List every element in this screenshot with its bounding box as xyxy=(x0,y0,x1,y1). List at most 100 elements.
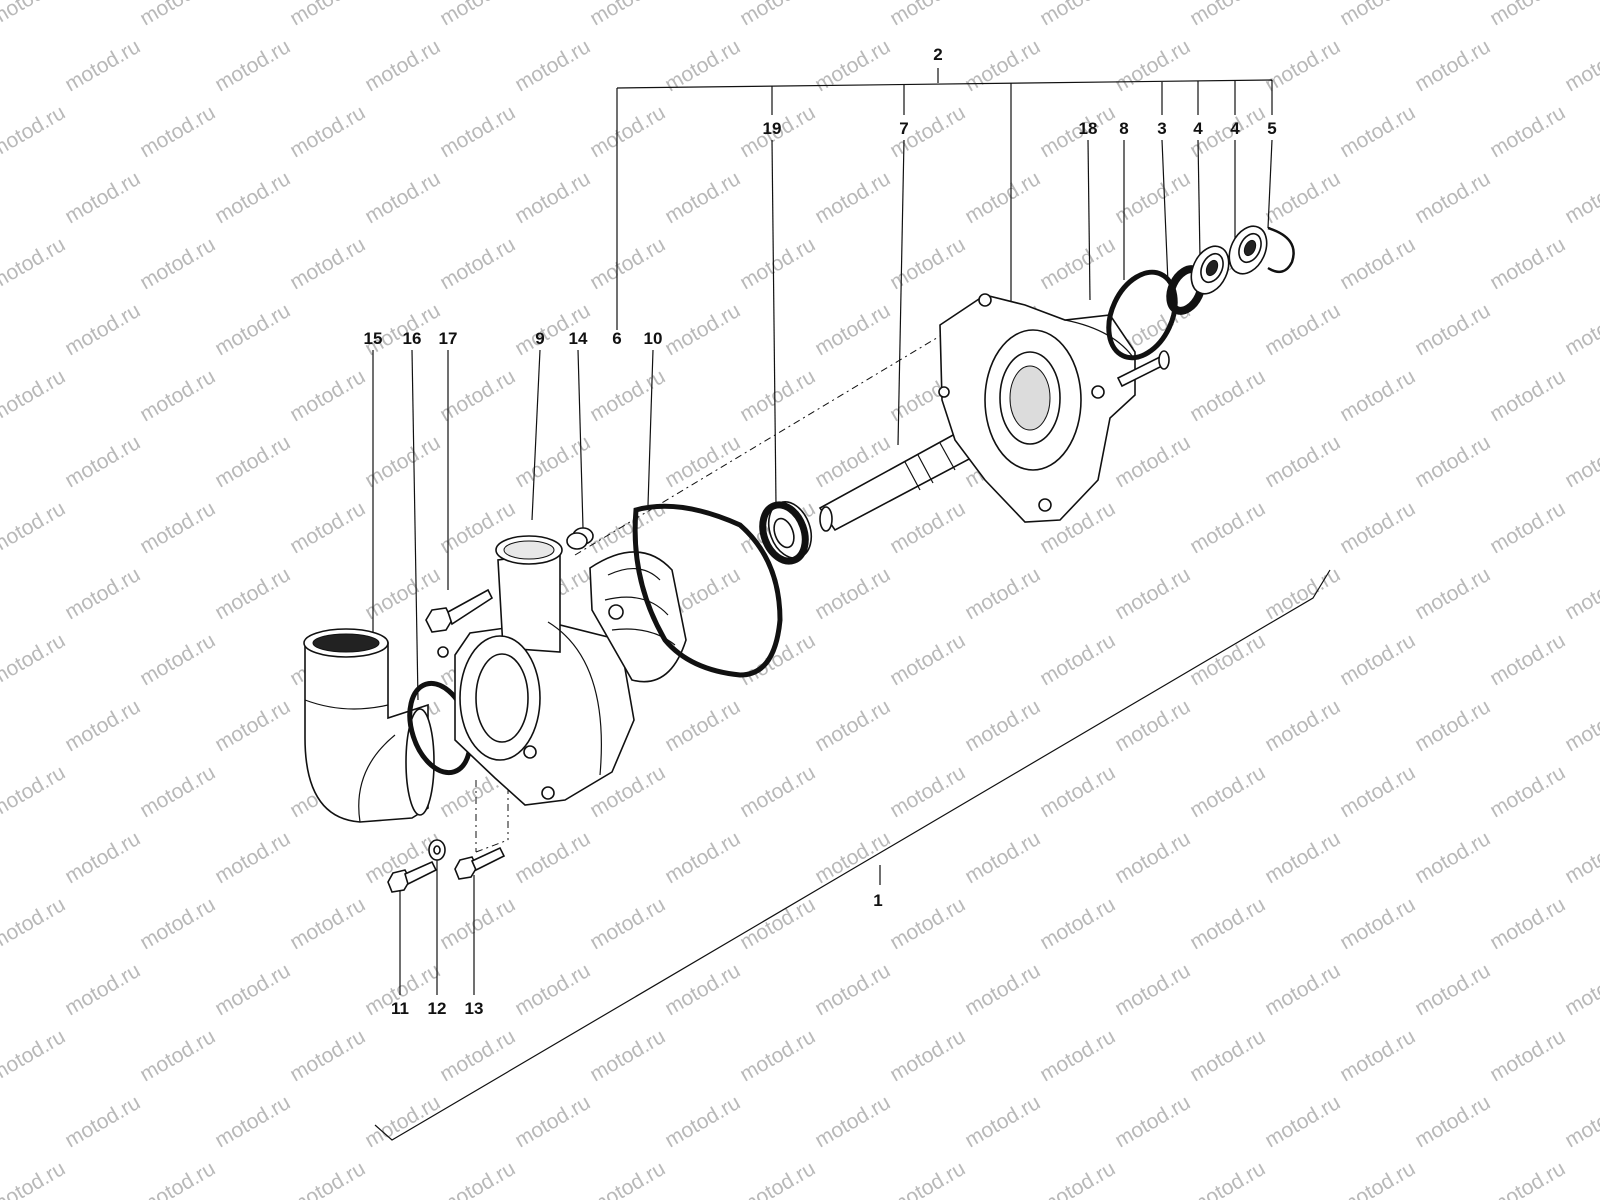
watermark-text: motod.ru xyxy=(0,893,69,954)
watermark-text: motod.ru xyxy=(1336,101,1419,162)
callout-3: 3 xyxy=(1157,119,1166,138)
watermark-text: motod.ru xyxy=(1411,563,1494,624)
watermark-text: motod.ru xyxy=(1486,101,1569,162)
watermark-text: motod.ru xyxy=(1186,629,1269,690)
watermark-text: motod.ru xyxy=(736,233,819,294)
watermark-text: motod.ru xyxy=(1486,1157,1569,1200)
watermark-text: motod.ru xyxy=(61,827,144,888)
watermark-text: motod.ru xyxy=(0,629,69,690)
watermark-text: motod.ru xyxy=(211,959,294,1020)
watermark-text: motod.ru xyxy=(286,101,369,162)
watermark-text: motod.ru xyxy=(61,167,144,228)
watermark-text: motod.ru xyxy=(586,365,669,426)
watermark-text: motod.ru xyxy=(1336,0,1419,30)
watermark-text: motod.ru xyxy=(1036,893,1119,954)
callout-2-bracket xyxy=(616,68,1273,330)
watermark-text: motod.ru xyxy=(1111,827,1194,888)
watermark-text: motod.ru xyxy=(61,563,144,624)
watermark-text: motod.ru xyxy=(886,761,969,822)
ball-bearing-inner xyxy=(1190,245,1230,295)
watermark-text: motod.ru xyxy=(1486,497,1569,558)
callout-12: 12 xyxy=(428,999,447,1018)
watermark-text: motod.ru xyxy=(1111,1091,1194,1152)
watermark-text: motod.ru xyxy=(1111,35,1194,96)
watermark-text: motod.ru xyxy=(286,1025,369,1086)
watermark-text: motod.ru xyxy=(961,35,1044,96)
watermark-text: motod.ru xyxy=(661,167,744,228)
watermark-text: motod.ru xyxy=(1186,497,1269,558)
callout-10: 10 xyxy=(644,329,663,348)
watermark-text: motod.ru xyxy=(1036,1025,1119,1086)
watermark-text: motod.ru xyxy=(586,101,669,162)
watermark-text: motod.ru xyxy=(211,167,294,228)
watermark-text: motod.ru xyxy=(886,1025,969,1086)
watermark-text: motod.ru xyxy=(1186,893,1269,954)
callout-11: 11 xyxy=(391,999,409,1018)
ball-bearing-outer xyxy=(1228,225,1268,275)
watermark-text: motod.ru xyxy=(811,563,894,624)
watermark-text: motod.ru xyxy=(886,629,969,690)
watermark-text: motod.ru xyxy=(1561,299,1600,360)
callout-2: 2 xyxy=(933,45,942,64)
watermark-text: motod.ru xyxy=(961,1091,1044,1152)
watermark-text: motod.ru xyxy=(1411,167,1494,228)
watermark-text: motod.ru xyxy=(811,299,894,360)
watermark-text: motod.ru xyxy=(1186,1025,1269,1086)
callout-15: 15 xyxy=(364,329,383,348)
watermark-text: motod.ru xyxy=(286,365,369,426)
watermark-text: motod.ru xyxy=(886,1157,969,1200)
pump-housing xyxy=(437,535,635,806)
watermark-text: motod.ru xyxy=(436,0,519,30)
watermark-text: motod.ru xyxy=(511,167,594,228)
watermark-text: motod.ru xyxy=(1336,893,1419,954)
watermark-text: motod.ru xyxy=(1411,35,1494,96)
cover-o-ring xyxy=(1106,269,1178,361)
watermark-text: motod.ru xyxy=(1561,695,1600,756)
watermark-text: motod.ru xyxy=(1411,827,1494,888)
watermark-text: motod.ru xyxy=(511,827,594,888)
callout-7: 7 xyxy=(899,119,908,138)
callout-13: 13 xyxy=(465,999,484,1018)
watermark-text: motod.ru xyxy=(1036,1157,1119,1200)
watermark-text: motod.ru xyxy=(661,299,744,360)
watermark-text: motod.ru xyxy=(0,1157,69,1200)
watermark-text: motod.ru xyxy=(1261,563,1344,624)
watermark-text: motod.ru xyxy=(736,761,819,822)
watermark-text: motod.ru xyxy=(136,497,219,558)
watermark-text: motod.ru xyxy=(0,497,69,558)
watermark-text: motod.ru xyxy=(661,695,744,756)
watermark-text: motod.ru xyxy=(661,827,744,888)
watermark-text: motod.ru xyxy=(136,1157,219,1200)
watermark-text: motod.ru xyxy=(61,431,144,492)
dowel-pin xyxy=(566,527,594,550)
watermark-text: motod.ru xyxy=(1486,893,1569,954)
watermark-text: motod.ru xyxy=(136,0,219,30)
watermark-text: motod.ru xyxy=(661,431,744,492)
watermark-text: motod.ru xyxy=(511,959,594,1020)
watermark-text: motod.ru xyxy=(1186,0,1269,30)
bearing-housing xyxy=(938,293,1136,523)
watermark-text: motod.ru xyxy=(211,563,294,624)
watermark-text: motod.ru xyxy=(1411,695,1494,756)
watermark-text: motod.ru xyxy=(61,1091,144,1152)
watermark-text: motod.ru xyxy=(1561,1091,1600,1152)
callout-16: 16 xyxy=(403,329,422,348)
watermark-text: motod.ru xyxy=(1261,35,1344,96)
watermark-text: motod.ru xyxy=(811,1091,894,1152)
watermark-text: motod.ru xyxy=(61,299,144,360)
watermark-text: motod.ru xyxy=(886,0,969,30)
watermark-text: motod.ru xyxy=(811,959,894,1020)
watermark-text: motod.ru xyxy=(0,365,69,426)
watermark-text: motod.ru xyxy=(586,1025,669,1086)
watermark-text: motod.ru xyxy=(436,1157,519,1200)
lower-bolt-left xyxy=(387,860,438,893)
elbow-pipe xyxy=(303,628,435,823)
watermark-text: motod.ru xyxy=(0,233,69,294)
callout-1-bracket xyxy=(374,569,1331,1141)
watermark-text: motod.ru xyxy=(286,1157,369,1200)
watermark-text: motod.ru xyxy=(811,35,894,96)
watermark-text: motod.ru xyxy=(1111,695,1194,756)
watermark-text: motod.ru xyxy=(1036,0,1119,30)
housing-gasket xyxy=(632,503,783,678)
